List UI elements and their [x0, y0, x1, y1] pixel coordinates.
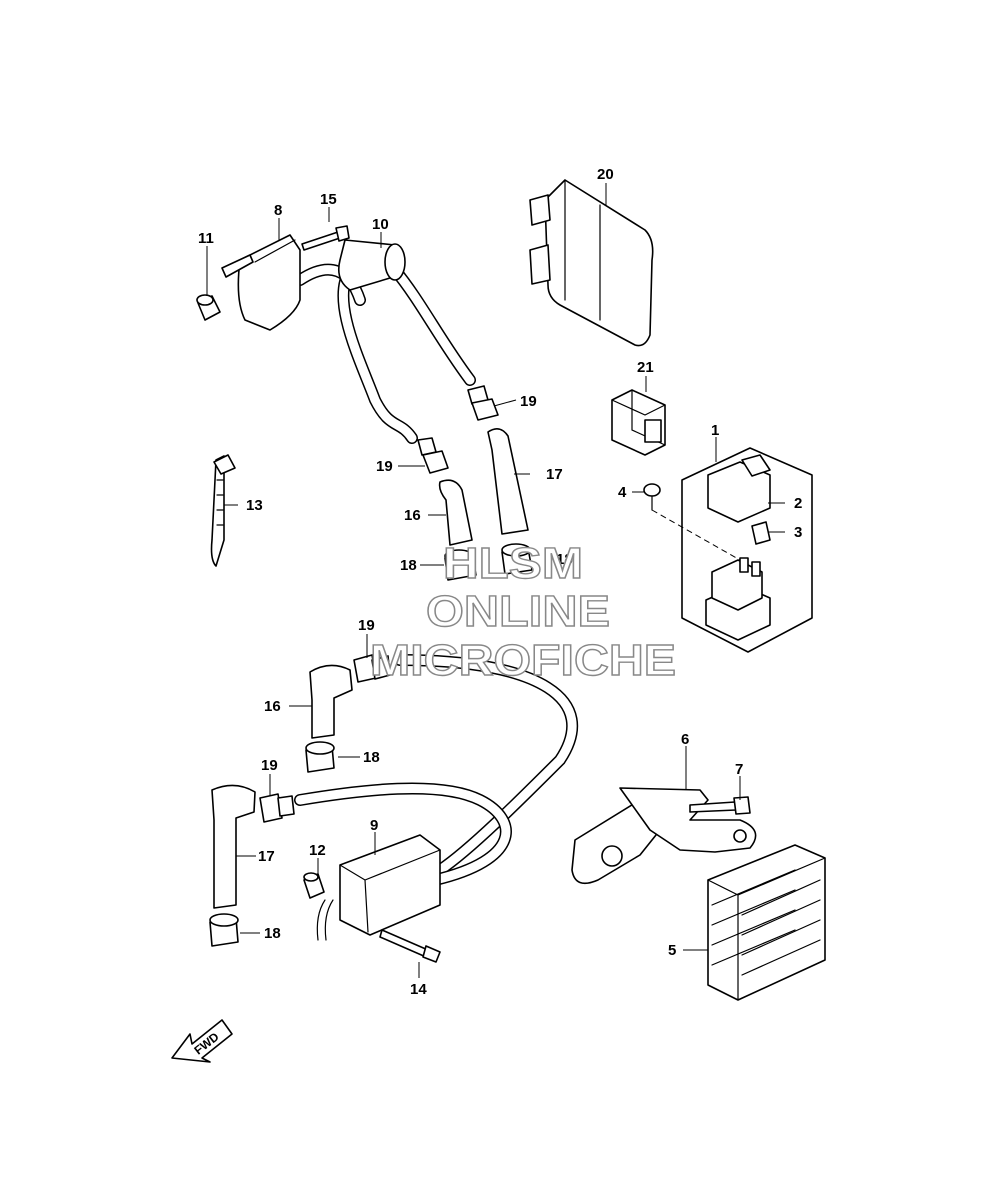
starter-relay-assembly [643, 447, 813, 653]
callout-16-upper: 16 [404, 507, 421, 524]
callout-18-lower: 18 [264, 925, 281, 942]
lower-caps [209, 654, 391, 947]
leader-lines [206, 183, 785, 978]
callout-7: 7 [735, 761, 743, 778]
callout-5: 5 [668, 942, 676, 959]
callout-19-mid: 19 [358, 617, 375, 634]
watermark-line-2: ONLINE [426, 587, 610, 636]
callout-labels: 1 2 3 4 5 6 7 8 9 10 11 12 13 14 15 16 1… [198, 166, 802, 998]
callout-17-lower: 17 [258, 848, 275, 865]
regulator-bracket [571, 787, 757, 885]
callout-15: 15 [320, 191, 337, 208]
callout-18-upper-right: 18 [556, 551, 573, 568]
callout-18-upper-left: 18 [400, 557, 417, 574]
callout-3: 3 [794, 524, 802, 541]
callout-16-lower: 16 [264, 698, 281, 715]
callout-19-lower: 19 [261, 757, 278, 774]
watermark-line-1: HLSM [443, 539, 583, 588]
callout-18-mid: 18 [363, 749, 380, 766]
regulator-rectifier [707, 844, 826, 1001]
upper-caps-left [417, 437, 477, 581]
ecu-unit [529, 179, 654, 347]
callout-2: 2 [794, 495, 802, 512]
callout-14: 14 [410, 981, 427, 998]
callout-13: 13 [246, 497, 263, 514]
callout-21: 21 [637, 359, 654, 376]
callout-20: 20 [597, 166, 614, 183]
callout-10: 10 [372, 216, 389, 233]
callout-12: 12 [309, 842, 326, 859]
relay-connector [611, 389, 666, 456]
callout-19-upper-right: 19 [520, 393, 537, 410]
cable-tie [210, 454, 236, 567]
watermark: HLSM ONLINE MICROFICHE [369, 538, 676, 685]
fwd-arrow-icon: FWD [171, 1019, 233, 1063]
callout-11: 11 [198, 230, 214, 247]
callout-17-upper: 17 [546, 466, 563, 483]
callout-6: 6 [681, 731, 689, 748]
watermark-line-3: MICROFICHE [370, 636, 676, 685]
ignition-coil-upper [196, 225, 476, 444]
ignition-coil-lower [294, 654, 578, 963]
upper-caps-right [467, 385, 533, 575]
callout-9: 9 [370, 817, 378, 834]
callout-19-upper-left: 19 [376, 458, 393, 475]
callout-1: 1 [711, 422, 719, 439]
callout-8: 8 [274, 202, 282, 219]
callout-4: 4 [618, 484, 627, 501]
